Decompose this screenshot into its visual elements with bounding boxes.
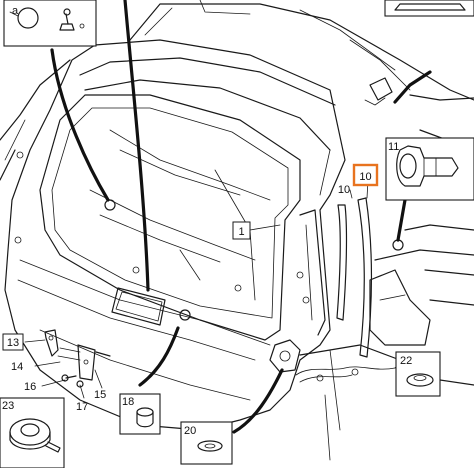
callout-11: 11 — [388, 141, 399, 153]
detail-box-top-right — [384, 0, 474, 17]
weatherstrip-part-10 — [336, 197, 372, 358]
callout-23: 23 — [2, 400, 14, 412]
callout-10: 10 — [338, 184, 350, 196]
svg-text:11: 11 — [388, 141, 399, 153]
callout-14: 14 — [11, 361, 23, 373]
svg-text:17: 17 — [76, 401, 88, 413]
svg-text:14: 14 — [11, 361, 23, 373]
detail-box-23 — [0, 397, 65, 468]
detail-box-22 — [395, 351, 441, 397]
svg-text:1: 1 — [238, 226, 244, 238]
detail-box-top-left: a — [3, 0, 97, 47]
callout-16: 16 — [24, 381, 36, 393]
callout-18: 18 — [122, 396, 134, 408]
svg-text:22: 22 — [400, 355, 412, 367]
bracket-part-13 — [44, 329, 111, 388]
callout-15: 15 — [94, 389, 106, 401]
svg-text:13: 13 — [7, 337, 19, 349]
svg-text:10: 10 — [338, 184, 350, 196]
svg-text:10: 10 — [359, 171, 371, 183]
callout-10-highlighted: 10 — [352, 163, 379, 187]
detail-box-18 — [119, 393, 161, 435]
callout-13: 13 — [2, 333, 24, 351]
leader-lines — [50, 0, 432, 434]
detail-box-11 — [385, 137, 474, 201]
svg-text:16: 16 — [24, 381, 36, 393]
callout-20: 20 — [184, 425, 196, 437]
callout-17: 17 — [76, 401, 88, 413]
svg-text:15: 15 — [94, 389, 106, 401]
svg-text:20: 20 — [184, 425, 196, 437]
detail-box-20 — [180, 421, 233, 465]
svg-text:18: 18 — [122, 396, 134, 408]
svg-text:23: 23 — [2, 400, 14, 412]
svg-text:a: a — [12, 5, 19, 17]
callout-22: 22 — [400, 355, 412, 367]
callout-1: 1 — [232, 221, 251, 240]
